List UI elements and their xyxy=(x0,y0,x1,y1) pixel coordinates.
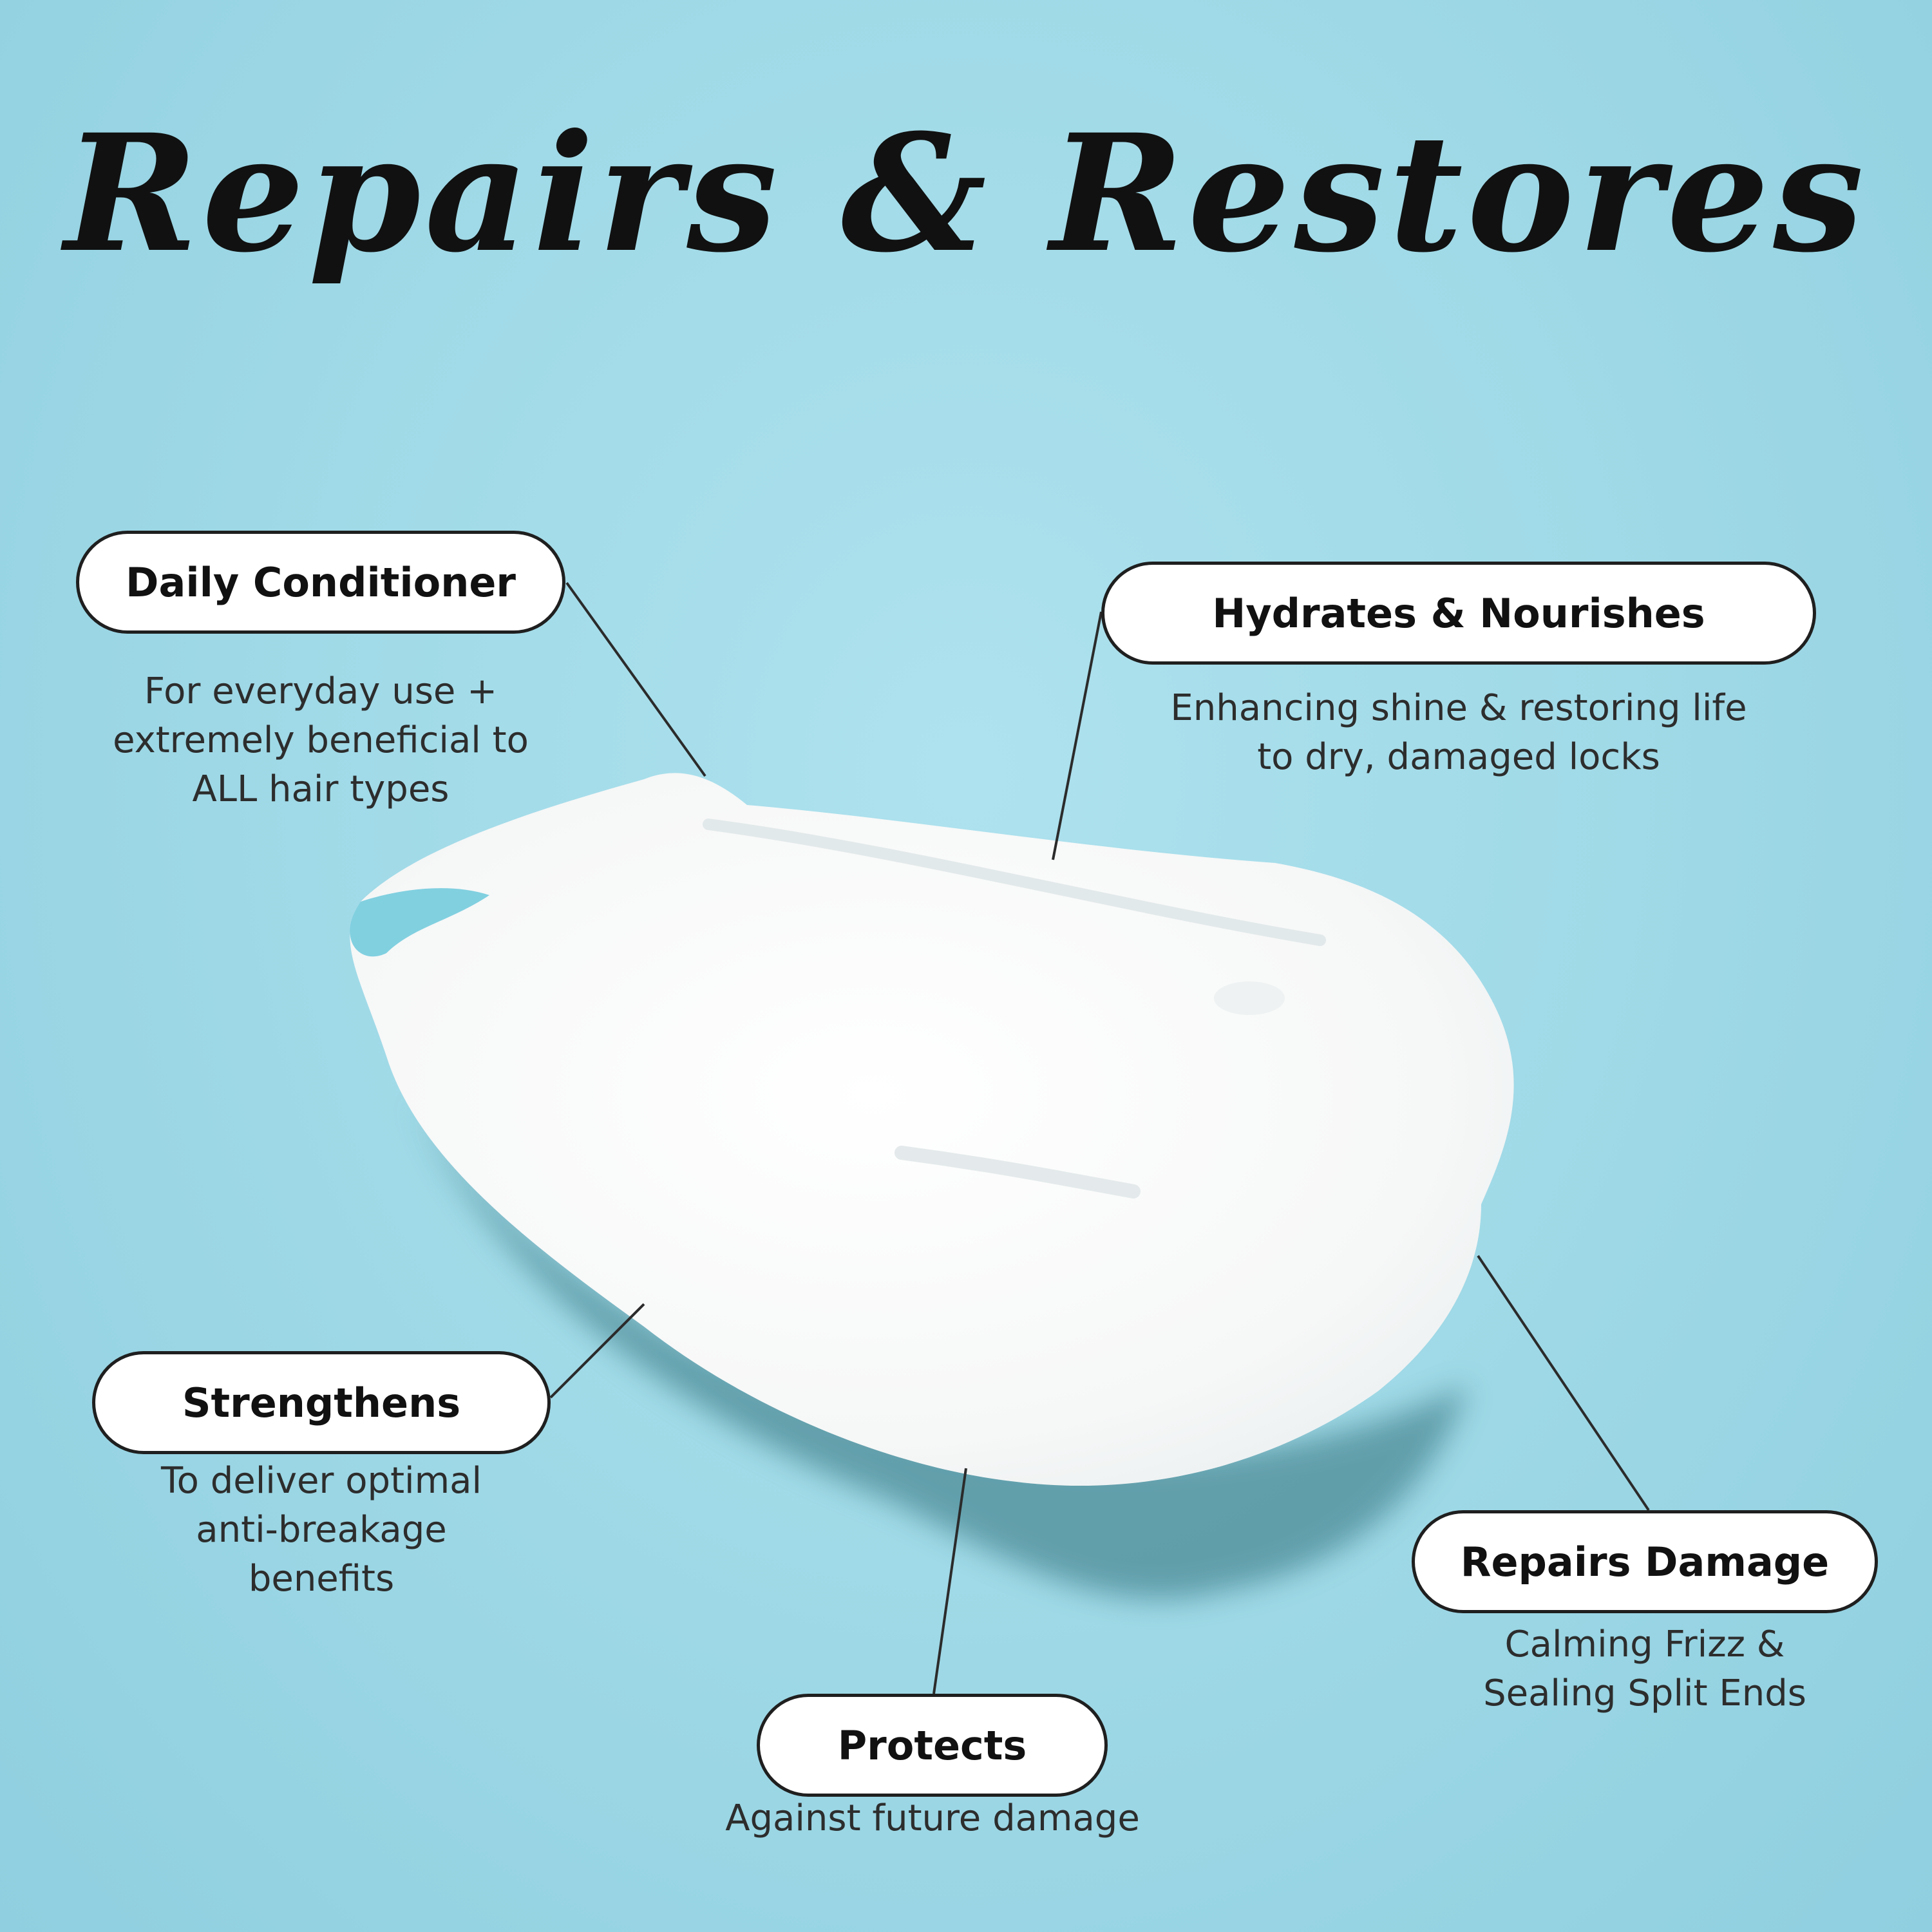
page-title: Repairs & Restores xyxy=(64,99,1868,288)
description-line: Sealing Split Ends xyxy=(1483,1672,1806,1714)
daily-conditioner-description: For everyday use + extremely beneficial … xyxy=(63,667,578,814)
protects-description: Against future damage xyxy=(675,1794,1190,1843)
cream-dimple xyxy=(1214,981,1285,1015)
strengthens-label: Strengthens xyxy=(92,1351,551,1454)
description-line: Calming Frizz & xyxy=(1504,1624,1785,1665)
description-line: benefits xyxy=(248,1558,395,1600)
cream-shadow xyxy=(412,1095,1468,1600)
description-line: to dry, damaged locks xyxy=(1257,736,1660,778)
daily-conditioner-label: Daily Conditioner xyxy=(76,531,565,634)
description-line: ALL hair types xyxy=(192,768,450,810)
connector-daily-conditioner xyxy=(565,582,706,777)
repairs-damage-description: Calming Frizz & Sealing Split Ends xyxy=(1419,1620,1870,1718)
strengthens-description: To deliver optimal anti-breakage benefit… xyxy=(96,1457,547,1604)
protects-label: Protects xyxy=(757,1694,1108,1797)
connector-strengthens xyxy=(549,1303,645,1399)
description-line: Against future damage xyxy=(725,1797,1140,1839)
blue-smear xyxy=(350,888,489,957)
connector-protects xyxy=(933,1468,967,1694)
cream-ridge-lower xyxy=(895,1146,1141,1198)
connector-repairs-damage xyxy=(1477,1255,1650,1511)
connector-hydrates-nourishes xyxy=(1052,611,1103,860)
description-line: For everyday use + xyxy=(144,670,498,712)
description-line: anti-breakage xyxy=(196,1509,447,1551)
description-line: Enhancing shine & restoring life xyxy=(1170,687,1747,729)
hydrates-nourishes-description: Enhancing shine & restoring life to dry,… xyxy=(1072,684,1845,782)
hydrates-nourishes-label: Hydrates & Nourishes xyxy=(1101,562,1816,665)
repairs-damage-label: Repairs Damage xyxy=(1412,1510,1878,1613)
description-line: extremely beneficial to xyxy=(113,719,529,761)
description-line: To deliver optimal xyxy=(160,1460,482,1502)
cream-ridge-upper xyxy=(703,819,1326,946)
